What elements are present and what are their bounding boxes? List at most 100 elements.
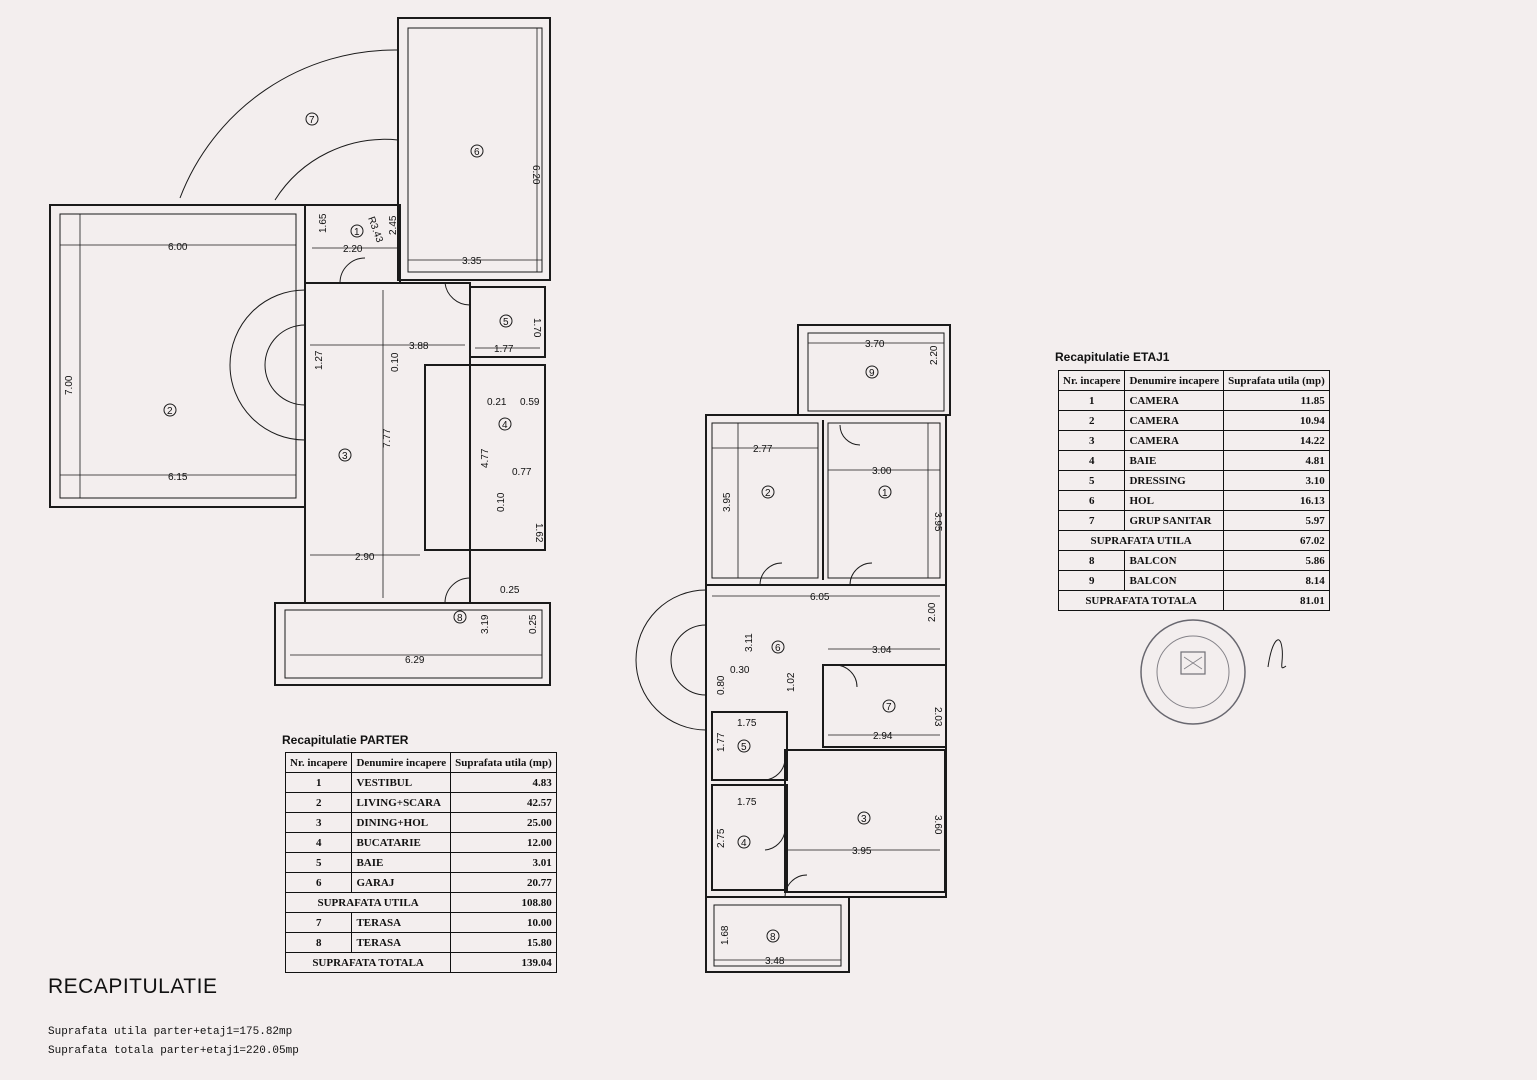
dim-label: 0.10 [390,352,401,372]
dim-label: 3.19 [480,614,491,634]
dim-label: 7.77 [382,428,393,448]
dim-label: 1.77 [716,732,727,752]
dim-label: 2.00 [927,602,938,622]
dim-label: 1.62 [533,523,544,543]
dim-label: 2.77 [753,444,773,455]
room-number: 8 [770,932,776,943]
etaj1-table: Nr. incapere Denumire incapere Suprafata… [1057,370,1330,611]
room-number: 6 [775,643,781,654]
dim-label: 6.05 [810,592,830,603]
room-number: 2 [765,488,771,499]
summary-utila: Suprafata utila parter+etaj1=175.82mp [48,1026,293,1038]
dim-label: 3.95 [932,512,943,532]
signature-mark [1267,639,1287,669]
spiral-stair-upper [635,589,707,731]
room-number: 7 [886,702,892,713]
dim-label: 0.21 [487,397,507,408]
dim-label: 1.77 [494,344,514,355]
room-number: 2 [167,406,173,417]
dim-label: 0.77 [512,467,532,478]
dim-label: 2.94 [873,731,893,742]
room-number: 8 [457,613,463,624]
dim-label: 1.68 [720,925,731,945]
dim-label: 1.75 [737,797,757,808]
dim-label: 6.29 [405,655,425,666]
dim-label: 4.77 [480,448,491,468]
terrace-arc-inner [274,138,399,201]
room-number: 9 [869,368,875,379]
summary-totala: Suprafata totala parter+etaj1=220.05mp [48,1045,299,1057]
dim-label: 2.20 [929,345,940,365]
recapitulatie-title: RECAPITULATIE [48,975,218,998]
etaj1-caption: Recapitulatie ETAJ1 [1055,350,1170,364]
dim-label: 3.00 [872,466,892,477]
cadastral-stamp [1140,619,1246,725]
dim-label: 0.30 [730,665,750,676]
dim-label: 3.95 [852,846,872,857]
dim-label: 0.25 [500,585,520,596]
header-sup: Suprafata utila (mp) [450,752,557,773]
ground-floor-plan [49,17,551,686]
dim-label: 1.27 [314,350,325,370]
dim-label: 3.95 [722,492,733,512]
dim-label: 1.75 [737,718,757,729]
upper-rooms-1-2 [705,414,947,586]
room-number: 3 [342,451,348,462]
upper-floor-labels: 3.70 2.20 2.77 3.95 3.00 3.95 6.05 2.00 … [716,339,943,967]
upper-floor-plan [635,324,951,973]
dim-label: 3.70 [865,339,885,350]
dim-label: 2.03 [932,707,943,727]
terrace-arc [179,49,399,199]
header-nr: Nr. incapere [1057,370,1126,391]
dim-label: 0.25 [528,614,539,634]
parter-caption: Recapitulatie PARTER [282,733,409,747]
header-den: Denumire incapere [1124,370,1225,391]
room-number: 6 [474,147,480,158]
dim-label: 1.70 [531,318,542,338]
dim-label: 0.10 [496,492,507,512]
room-number: 4 [741,838,747,849]
room-dressing [711,711,788,781]
room-camera-3 [784,749,946,893]
dim-label: 3.60 [932,815,943,835]
room-baie [469,286,546,358]
dim-label: 3.88 [409,341,429,352]
dim-label: 6.15 [168,472,188,483]
dim-label: 6.20 [530,165,541,185]
dim-label: 3.11 [744,633,755,652]
room-number: 4 [502,420,508,431]
room-number-badges-upper: 1 2 3 4 5 6 7 8 9 [737,365,896,943]
dim-label: 2.20 [343,244,363,255]
ground-floor-labels: 6.00 7.00 6.15 2.20 1.65 2.45 R3.43 6.20… [64,112,544,666]
room-6-top [397,17,551,281]
room-garaj [274,602,551,686]
dim-label: 3.48 [765,956,785,967]
room-number: 5 [503,317,509,328]
dim-label: R3.43 [365,215,385,244]
room-number: 5 [741,742,747,753]
dim-label: 3.35 [462,256,482,267]
parter-table: Nr. incapere Denumire incapere Suprafata… [284,752,557,973]
